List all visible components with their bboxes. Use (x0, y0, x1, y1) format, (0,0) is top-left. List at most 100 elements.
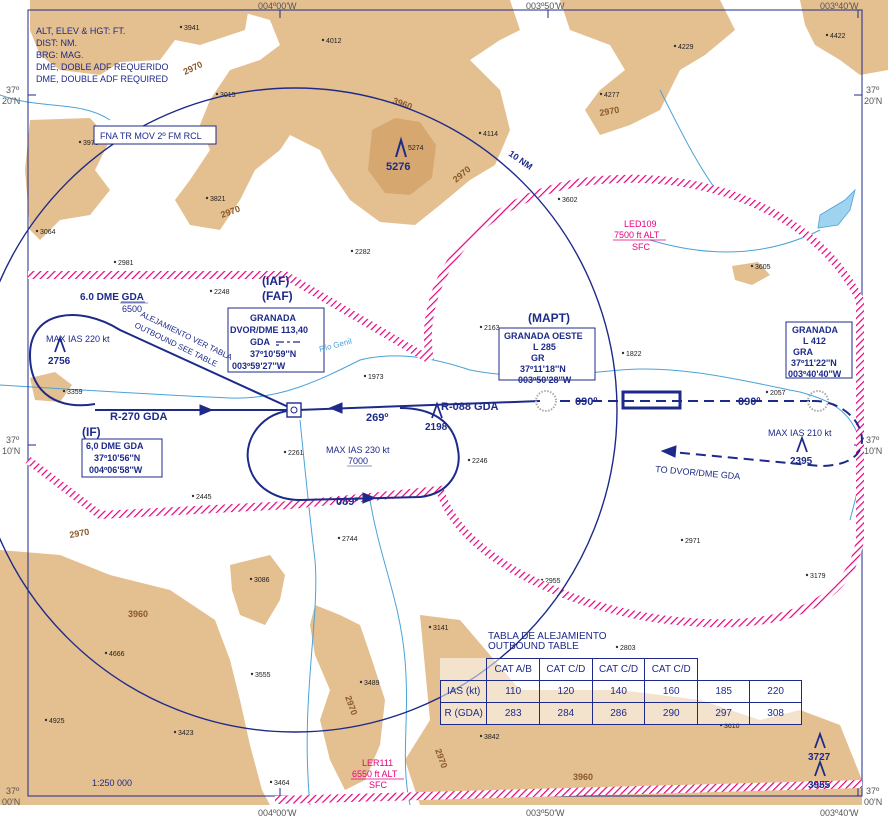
led109-base: SFC (632, 242, 651, 252)
to-gda-label: TO DVOR/DME GDA (655, 464, 741, 481)
scale-label: 1:250 000 (92, 778, 132, 788)
outbound-table: CAT A/B CAT C/D CAT C/D CAT C/D IAS (kt)… (439, 658, 802, 725)
spot-dot (765, 390, 769, 394)
grat-top-3: 003º40'W (820, 1, 859, 11)
iaf-morse (276, 341, 300, 346)
table-cell: 297 (697, 702, 751, 725)
spot-height: 4229 (678, 44, 694, 51)
ndb-gr-symbol (535, 390, 557, 412)
spot-dot (750, 264, 754, 268)
missed-arrow (660, 445, 677, 458)
table-cell: 160 (644, 680, 699, 703)
restricted-area-south (274, 780, 863, 804)
spot-dot (179, 25, 183, 29)
header-cat-cd-3: CAT C/D (644, 658, 699, 681)
spot-dot (467, 458, 471, 462)
missed-approach-turn (671, 399, 864, 468)
fna-box (93, 125, 217, 145)
spot-height: 3359 (67, 389, 83, 396)
max-ias-210: MAX IAS 210 kt (768, 428, 832, 438)
mapt-labels: (MAPT) GRANADA OESTE L 285 GR 37º11'18''… (504, 311, 583, 385)
river-south-2 (369, 499, 411, 806)
obstacle-elev: 3727 (808, 752, 831, 763)
fna-text: FNA TR MOV 2º FM RCL (100, 131, 202, 141)
spot-height: 3464 (274, 780, 290, 787)
terrain-northwest (30, 0, 250, 75)
table-cell: 185 (697, 680, 751, 703)
spot-dot (215, 92, 219, 96)
note-line-1: ALT, ELEV & HGT: FT. (36, 26, 125, 36)
outbound-table-header: CAT A/B CAT C/D CAT C/D CAT C/D (441, 658, 802, 681)
iaf-box (227, 307, 325, 373)
grat-right-2a: 37º (866, 435, 880, 445)
grat-right-1b: 20'N (864, 96, 882, 106)
gra-box (785, 321, 853, 379)
table-cell: 283 (486, 702, 541, 725)
grat-left-3a: 37º (6, 786, 20, 796)
terrain-central-south (230, 555, 285, 625)
if-dme: 6,0 DME GDA (86, 441, 144, 451)
spot-height: 3941 (184, 25, 200, 32)
holding-pattern-west (28, 314, 296, 411)
gra-name: GRANADA (792, 325, 838, 335)
spot-dot (62, 389, 66, 393)
hdg089-arrow (362, 492, 377, 504)
spot-height: 2057 (770, 390, 786, 397)
spot-dot (78, 140, 82, 144)
obstacle-icon (431, 401, 443, 419)
led109-id: LED109 (624, 219, 657, 229)
note-line-2: DIST: NM. (36, 38, 77, 48)
if-lat: 37º10'56''N (94, 453, 140, 463)
iaf-name: GRANADA (250, 313, 296, 323)
table-cell: 220 (749, 680, 802, 703)
note-line-5: DME, DOUBLE ADF REQUIRED (36, 74, 169, 84)
ndb-gra-symbol (807, 390, 829, 412)
gra-lon: 003º40'40''W (788, 369, 842, 379)
contour-label: 3960 (573, 772, 593, 782)
spot-height: 1822 (626, 351, 642, 358)
spot-height: 2744 (342, 536, 358, 543)
spot-dot (205, 196, 209, 200)
table-cell: 140 (591, 680, 646, 703)
max-ias-230: MAX IAS 230 kt (326, 445, 390, 455)
spot-dot (479, 734, 483, 738)
obstacle-icon (814, 759, 826, 777)
note-line-3: BRG: MAG. (36, 50, 84, 60)
iaf-labels: (IAF) (FAF) GRANADA DVOR/DME 113,40 GDA … (230, 274, 308, 371)
hdg089-label: 089º (336, 496, 358, 508)
spot-height: 2248 (214, 289, 230, 296)
spot-dot (428, 625, 432, 629)
header-cat-cd-1: CAT C/D (539, 658, 593, 681)
terrain-peak-inner (368, 118, 436, 195)
ler111-base: SFC (369, 780, 388, 790)
restricted-areas (25, 174, 864, 804)
spot-height: 2163 (484, 325, 500, 332)
reservoir (817, 188, 856, 229)
spot-height: 3602 (562, 197, 578, 204)
grat-right-3b: 00'N (864, 797, 882, 807)
if-lon: 004º06'58''W (89, 465, 143, 475)
iaf-lon: 003º59'27''W (232, 361, 286, 371)
dme-alt-label: 6500 (122, 304, 142, 314)
river-south (299, 419, 317, 806)
spot-height: 4012 (326, 38, 342, 45)
obstacle-elev: 2756 (48, 356, 71, 367)
contour-label: 2970 (69, 527, 90, 540)
table-row: R (GDA) 283 284 286 290 297 308 (439, 702, 802, 725)
grat-left-1b: 20'N (2, 96, 20, 106)
terrain-northeast (560, 0, 735, 135)
spot-height: 3141 (433, 625, 449, 632)
table-row: IAS (kt) 110 120 140 160 185 220 (439, 680, 802, 703)
grat-right-3a: 37º (866, 786, 880, 796)
mapt-lon: 003º50'28''W (518, 375, 572, 385)
spot-height: 4925 (49, 718, 65, 725)
spot-dot (680, 538, 684, 542)
outbound-table-title: TABLA DE ALEJAMIENTO (488, 631, 607, 642)
mapt-lat: 37º11'18''N (520, 364, 566, 374)
holding-pattern-east (246, 407, 460, 502)
spot-height: 3555 (255, 672, 271, 679)
grat-bot-2: 003º50'W (526, 808, 565, 818)
table-cell: 120 (539, 680, 593, 703)
